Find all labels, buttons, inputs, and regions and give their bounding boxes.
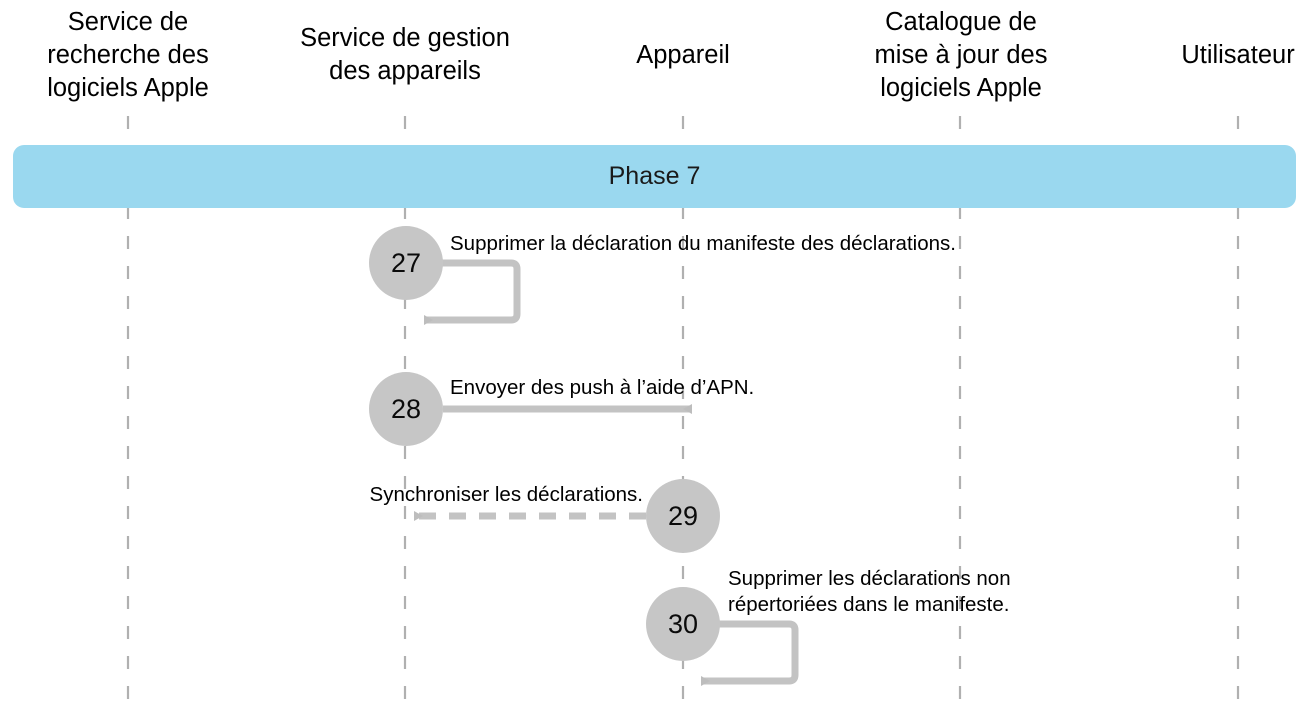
lifeline-header-user: Utilisateur [1181,41,1295,69]
lifeline-header-device-management-service: Service de gestion des appareils [300,24,510,85]
lifeline-header-apple-software-update-catalog: Catalogue de mise à jour des logiciels A… [874,8,1048,102]
step-29-number: 29 [667,500,699,531]
step-27-number: 27 [390,247,422,278]
step-27-message-label: Supprimer la déclaration du manifeste de… [450,232,956,255]
step-28-number-badge: 28 [369,372,443,446]
step-27-number-badge: 27 [369,226,443,300]
lifeline-header-apple-software-lookup: Service de recherche des logiciels Apple [47,8,209,102]
step-27-self-loop-arrow [424,259,521,325]
phase-banner-label: Phase 7 [608,162,701,190]
step-30-self-loop-arrow [701,620,799,686]
step-29-number-badge: 29 [646,479,720,553]
lifeline-header-device: Appareil [636,41,730,69]
step-30-message-label: Supprimer les déclarations non répertori… [728,567,1011,616]
step-29-message-label: Synchroniser les déclarations. [369,483,643,506]
step-28-message-label: Envoyer des push à l’aide d’APN. [450,376,755,399]
phase-banner: Phase 7 [13,145,1296,208]
step-28-number: 28 [390,393,422,424]
step-30-number: 30 [667,608,699,639]
step-30-number-badge: 30 [646,587,720,661]
